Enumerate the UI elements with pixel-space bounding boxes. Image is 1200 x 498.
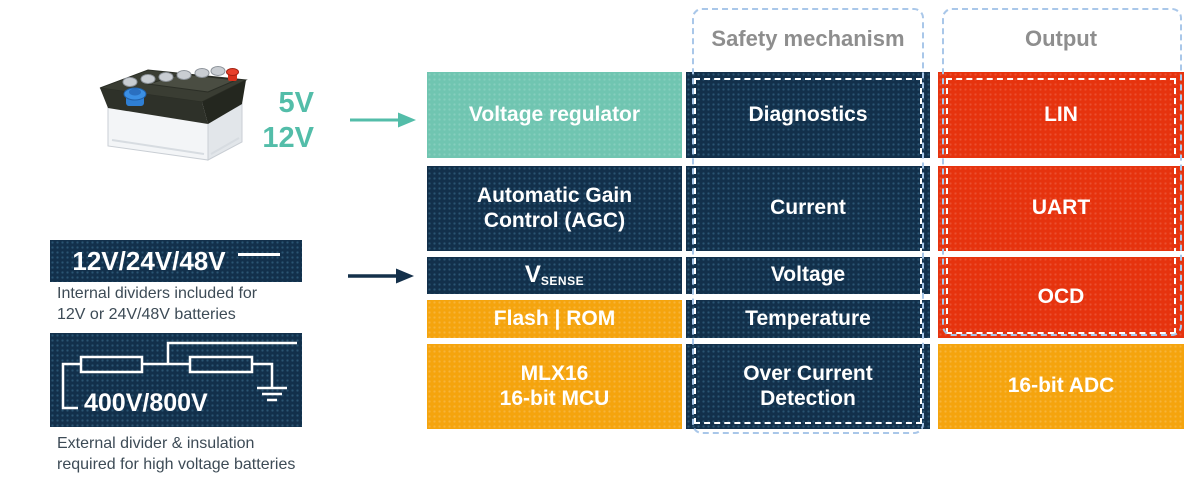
agc-block: Automatic Gain Control (AGC) [427, 166, 682, 251]
voltage-divider-circuit-icon [61, 341, 297, 410]
safety-diagnostics-block: Diagnostics [686, 72, 930, 158]
safety-current-block: Current [686, 166, 930, 251]
vsense-main-label: V [524, 261, 541, 289]
high-voltage-caption: External divider & insulation required f… [57, 435, 296, 473]
flash-rom-block: Flash | ROM [427, 300, 682, 338]
low-voltage-box: 12V/24V/48V [50, 240, 302, 282]
teal-arrow-icon [350, 112, 416, 128]
voltage-regulator-block: Voltage regulator [427, 72, 682, 158]
navy-arrow-icon [348, 268, 414, 284]
high-voltage-box: 400V/800V [50, 333, 302, 427]
output-ocd-block: OCD [938, 257, 1184, 338]
vsense-sub-label: SENSE [540, 274, 585, 289]
safety-temperature-block: Temperature [686, 300, 930, 338]
output-uart-block: UART [938, 166, 1184, 251]
safety-voltage-block: Voltage [686, 257, 930, 294]
minus-terminal-line [237, 252, 280, 256]
safety-ocd-block: Over Current Detection [686, 344, 930, 429]
safety-mechanism-header: Safety mechanism [711, 26, 905, 51]
source-voltage-labels: 5V 12V [262, 87, 314, 154]
car-battery-icon [99, 66, 248, 161]
mcu-block: MLX16 16-bit MCU [427, 344, 682, 429]
output-lin-block: LIN [938, 72, 1184, 158]
low-voltage-caption: Internal dividers included for 12V or 24… [57, 285, 258, 323]
high-voltage-label: 400V/800V [84, 388, 208, 417]
output-header: Output [1024, 26, 1098, 51]
adc-block: 16-bit ADC [938, 344, 1184, 429]
low-voltage-label: 12V/24V/48V [72, 245, 226, 276]
